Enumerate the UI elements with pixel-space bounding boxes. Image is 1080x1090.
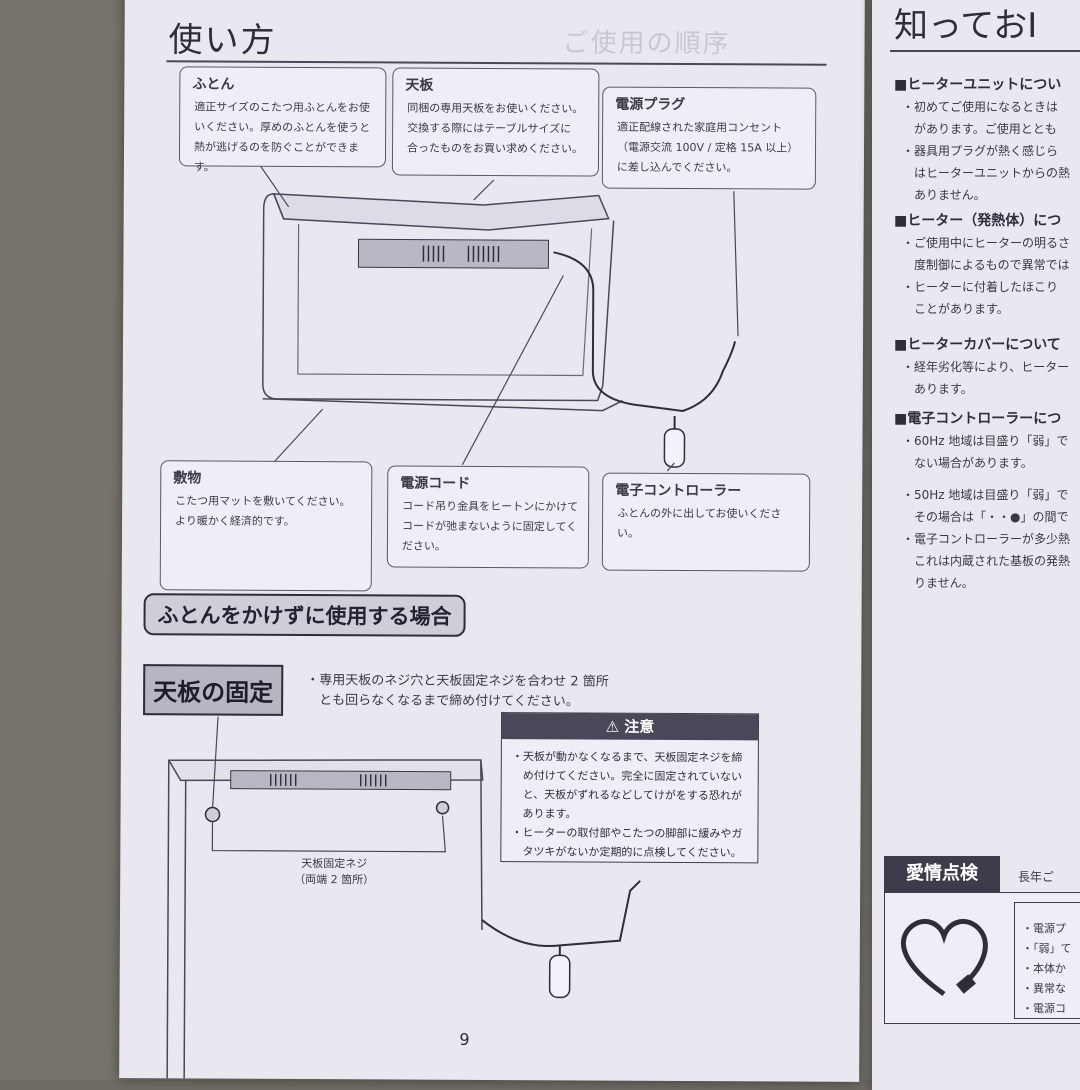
section-line: ・経年劣化等により、ヒーター (902, 358, 1069, 375)
section-line: ことがあります。 (902, 300, 1009, 317)
callout-futon: ふとん 適正サイズのこたつ用ふとんをお使 いください。厚めのふとんを使うと 熱が… (179, 66, 387, 167)
inspection-item: ・本体か (1022, 960, 1066, 976)
fix-line: とも回らなくなるまで締め付けてください。 (306, 691, 609, 713)
right-page-title: 知っておⅠ (894, 0, 1037, 47)
screw-label: 天板固定ネジ （両端 2 箇所） (294, 855, 374, 887)
inspection-item: ・電源プ (1022, 920, 1066, 936)
callout-line: こたつ用マットを敷いてください。 (175, 491, 361, 512)
callout-line: 交換する際にはテーブルサイズに (407, 119, 588, 140)
section-line: はヒーターユニットからの熱 (902, 164, 1070, 181)
inspection-label: 愛情点検 (884, 856, 1000, 892)
section-line: ありません。 (902, 186, 986, 203)
screw-label-line: （両端 2 箇所） (294, 871, 374, 887)
page-number: 9 (459, 1030, 469, 1049)
section-line: その場合は「・・●」の間で (902, 508, 1068, 525)
warning-icon: ⚠ (606, 718, 620, 736)
callout-line: コード吊り金具をヒートンにかけて (402, 497, 578, 518)
callout-line: 合ったものをお買い求めください。 (407, 139, 588, 160)
caution-line: タツキがないか定期的に点検してください。 (511, 842, 747, 862)
callout-heading: ふとん (192, 73, 375, 94)
callout-line: （電源交流 100V / 定格 15A 以上） (617, 138, 805, 159)
callout-line: に差し込んでください。 (617, 158, 805, 179)
heart-plug-icon (894, 906, 994, 1006)
callout-body: 適正配線された家庭用コンセント （電源交流 100V / 定格 15A 以上） … (617, 118, 805, 179)
section-line: があります。ご使用ととも (902, 120, 1057, 137)
fix-instructions: ・専用天板のネジ穴と天板固定ネジを合わせ 2 箇所 とも回らなくなるまで締め付け… (306, 671, 609, 713)
section-heading: ■ヒーターカバーについて (894, 334, 1061, 354)
section-line: これは内蔵された基板の発熱 (902, 552, 1070, 569)
callout-heading: 敷物 (173, 467, 361, 488)
caution-header: ⚠ 注意 (502, 713, 758, 740)
manual-page-right: 知っておⅠ ■ヒーターユニットについ ・初めてご使用になるときは があります。ご… (872, 0, 1080, 1090)
callout-body: コード吊り金具をヒートンにかけて コードが弛まないように固定してく ださい。 (402, 497, 578, 558)
callout-tenban: 天板 同梱の専用天板をお使いください。 交換する際にはテーブルサイズに 合ったも… (392, 67, 600, 176)
callout-body: こたつ用マットを敷いてください。 より暖かく経済的です。 (175, 491, 361, 532)
section-line: ・50Hz 地域は目盛り「弱」で (902, 486, 1068, 503)
callout-cord: 電源コード コード吊り金具をヒートンにかけて コードが弛まないように固定してく … (387, 465, 590, 568)
callout-line: ふとんの外に出してお使いください。 (617, 504, 799, 545)
caution-line: と、天板がずれるなどしてけがをする恐れが (512, 785, 748, 805)
callout-heading: 天板 (405, 75, 588, 96)
section-line: ・初めてご使用になるときは (902, 98, 1058, 115)
caution-line: め付けてください。完全に固定されていない (512, 766, 748, 786)
manual-page-left: 使い方 ご使用の順序 (119, 0, 865, 1082)
callout-heading: 電源プラグ (615, 94, 805, 115)
callout-body: 同梱の専用天板をお使いください。 交換する際にはテーブルサイズに 合ったものをお… (407, 99, 588, 160)
callout-body: 適正サイズのこたつ用ふとんをお使 いください。厚めのふとんを使うと 熱が逃げるの… (194, 97, 375, 178)
callout-line: 同梱の専用天板をお使いください。 (407, 99, 588, 120)
callout-line: 適正サイズのこたつ用ふとんをお使 (194, 97, 375, 118)
caution-line: ・天板が動かなくなるまで、天板固定ネジを締 (512, 747, 748, 767)
inspection-item: ・「弱」て (1022, 940, 1072, 956)
inspection-item: ・異常な (1022, 980, 1066, 996)
section-line: ない場合があります。 (902, 454, 1033, 471)
section-line: りません。 (902, 574, 974, 591)
callout-heading: 電源コード (400, 473, 578, 494)
callout-controller: 電子コントローラー ふとんの外に出してお使いください。 (602, 473, 811, 572)
caution-title: 注意 (624, 718, 654, 736)
callout-heading: 電子コントローラー (615, 480, 799, 501)
callout-line: 適正配線された家庭用コンセント (617, 118, 805, 139)
section-no-futon: ふとんをかけずに使用する場合 (143, 593, 465, 637)
callout-plug: 電源プラグ 適正配線された家庭用コンセント （電源交流 100V / 定格 15… (602, 87, 817, 190)
callout-line: ださい。 (402, 537, 578, 558)
callout-body: ふとんの外に出してお使いください。 (617, 504, 799, 545)
callout-line: コードが弛まないように固定してく (402, 517, 578, 538)
right-title-underline (890, 50, 1080, 52)
caution-line: ・ヒーターの取付部やこたつの脚部に緩みやガ (511, 823, 747, 843)
caution-line: あります。 (511, 804, 747, 824)
section-line: ・ご使用中にヒーターの明るさ (902, 234, 1070, 251)
callout-line: より暖かく経済的です。 (175, 511, 361, 532)
callout-line: 熱が逃げるのを防ぐことができます。 (194, 137, 375, 178)
section-heading: ■ヒーターユニットについ (894, 74, 1061, 94)
section-line: ・ヒーターに付着したほこり (902, 278, 1058, 295)
caution-box: ⚠ 注意 ・天板が動かなくなるまで、天板固定ネジを締 め付けてください。完全に固… (500, 712, 759, 863)
callout-line: いください。厚めのふとんを使うと (194, 117, 375, 138)
fix-label: 天板の固定 (143, 664, 283, 716)
section-line: 度制御によるもので異常では (902, 256, 1070, 273)
section-line: ・60Hz 地域は目盛り「弱」で (902, 432, 1068, 449)
section-line: ・器具用プラグが熱く感じら (902, 142, 1058, 159)
caution-body: ・天板が動かなくなるまで、天板固定ネジを締 め付けてください。完全に固定されてい… (501, 739, 758, 870)
section-heading: ■電子コントローラーにつ (894, 408, 1061, 428)
screw-label-line: 天板固定ネジ (294, 855, 374, 871)
section-line: ・電子コントローラーが多少熱 (902, 530, 1070, 547)
callout-shikimono: 敷物 こたつ用マットを敷いてください。 より暖かく経済的です。 (160, 460, 373, 591)
inspection-item: ・電源コ (1022, 1000, 1066, 1016)
section-heading: ■ヒーター（発熱体）につ (894, 210, 1061, 230)
inspection-text: 長年ご (1018, 868, 1054, 885)
section-line: あります。 (902, 380, 973, 397)
fix-line: ・専用天板のネジ穴と天板固定ネジを合わせ 2 箇所 (306, 671, 609, 693)
